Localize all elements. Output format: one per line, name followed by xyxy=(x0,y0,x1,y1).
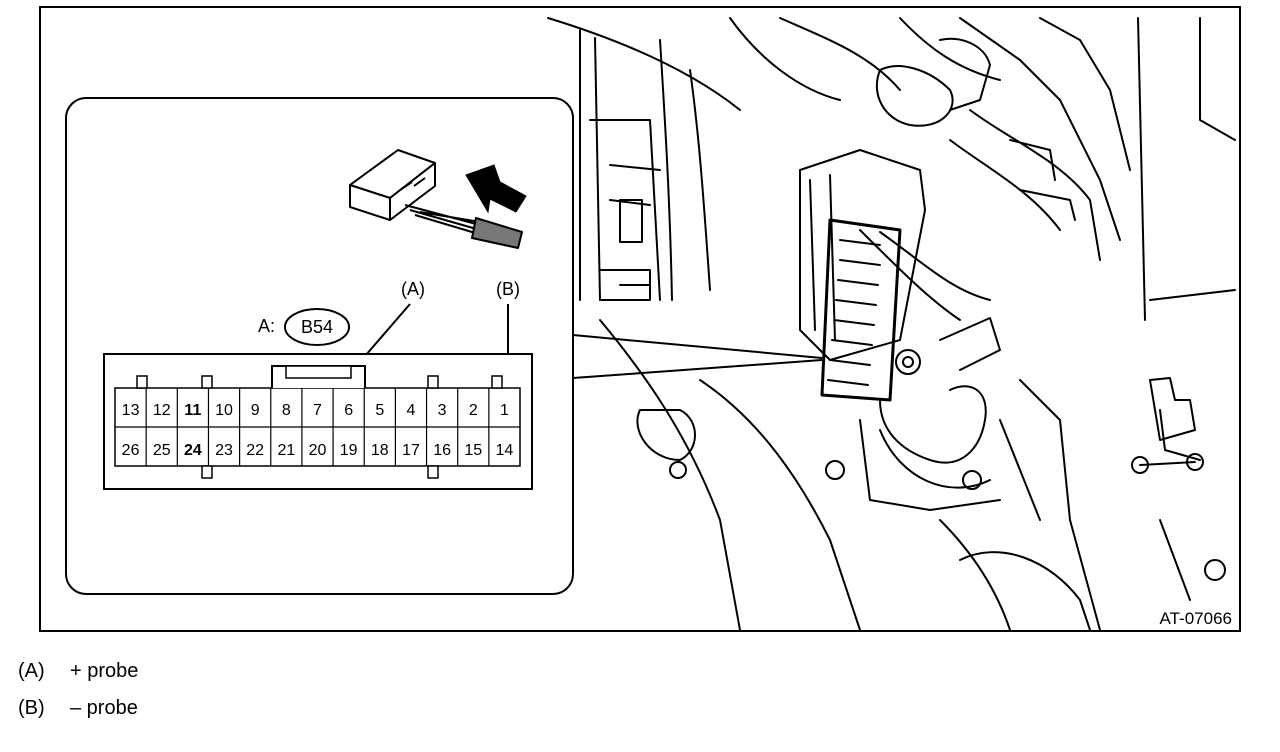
pin-22: 22 xyxy=(246,442,264,459)
pin-25: 25 xyxy=(153,442,171,459)
pin-7: 7 xyxy=(313,402,322,419)
pin-20: 20 xyxy=(309,442,327,459)
zoom-leader-upper xyxy=(572,334,823,359)
pin-6: 6 xyxy=(344,402,353,419)
legend-text-a: + probe xyxy=(70,660,139,682)
legend-code-a: (A) xyxy=(18,660,45,682)
callout-b-label: (B) xyxy=(496,279,520,299)
pin-10: 10 xyxy=(215,402,233,419)
pin-8: 8 xyxy=(282,402,291,419)
pin-23: 23 xyxy=(215,442,233,459)
pin-11: 11 xyxy=(184,402,201,419)
connector-face xyxy=(103,353,533,490)
figure-code: AT-07066 xyxy=(1160,609,1232,628)
pin-2: 2 xyxy=(469,402,478,419)
pin-14: 14 xyxy=(496,442,514,459)
pin-26: 26 xyxy=(122,442,140,459)
pin-17: 17 xyxy=(402,442,420,459)
pin-13: 13 xyxy=(122,402,140,419)
connector-name: B54 xyxy=(301,317,333,337)
pin-21: 21 xyxy=(277,442,295,459)
legend-text-b: – probe xyxy=(70,697,138,719)
pin-24: 24 xyxy=(184,442,202,459)
legend-code-b: (B) xyxy=(18,697,45,719)
pin-15: 15 xyxy=(464,442,482,459)
pin-19: 19 xyxy=(340,442,358,459)
zoom-leader-lower xyxy=(572,359,823,379)
pin-12: 12 xyxy=(153,402,171,419)
connector-name-oval xyxy=(284,308,350,346)
insertion-arrow-icon xyxy=(465,164,527,214)
pin-1: 1 xyxy=(500,402,509,419)
connector-prefix: A: xyxy=(258,316,275,336)
pin-4: 4 xyxy=(407,402,416,419)
pin-16: 16 xyxy=(433,442,451,459)
pin-3: 3 xyxy=(438,402,447,419)
pin-18: 18 xyxy=(371,442,389,459)
vehicle-illustration xyxy=(547,17,1236,631)
callout-a-label: (A) xyxy=(401,279,425,299)
connector-sketch xyxy=(349,149,523,249)
pin-9: 9 xyxy=(251,402,260,419)
pin-5: 5 xyxy=(375,402,384,419)
legend-item-b: (B) – probe xyxy=(18,697,138,720)
legend-item-a: (A) + probe xyxy=(18,660,138,683)
